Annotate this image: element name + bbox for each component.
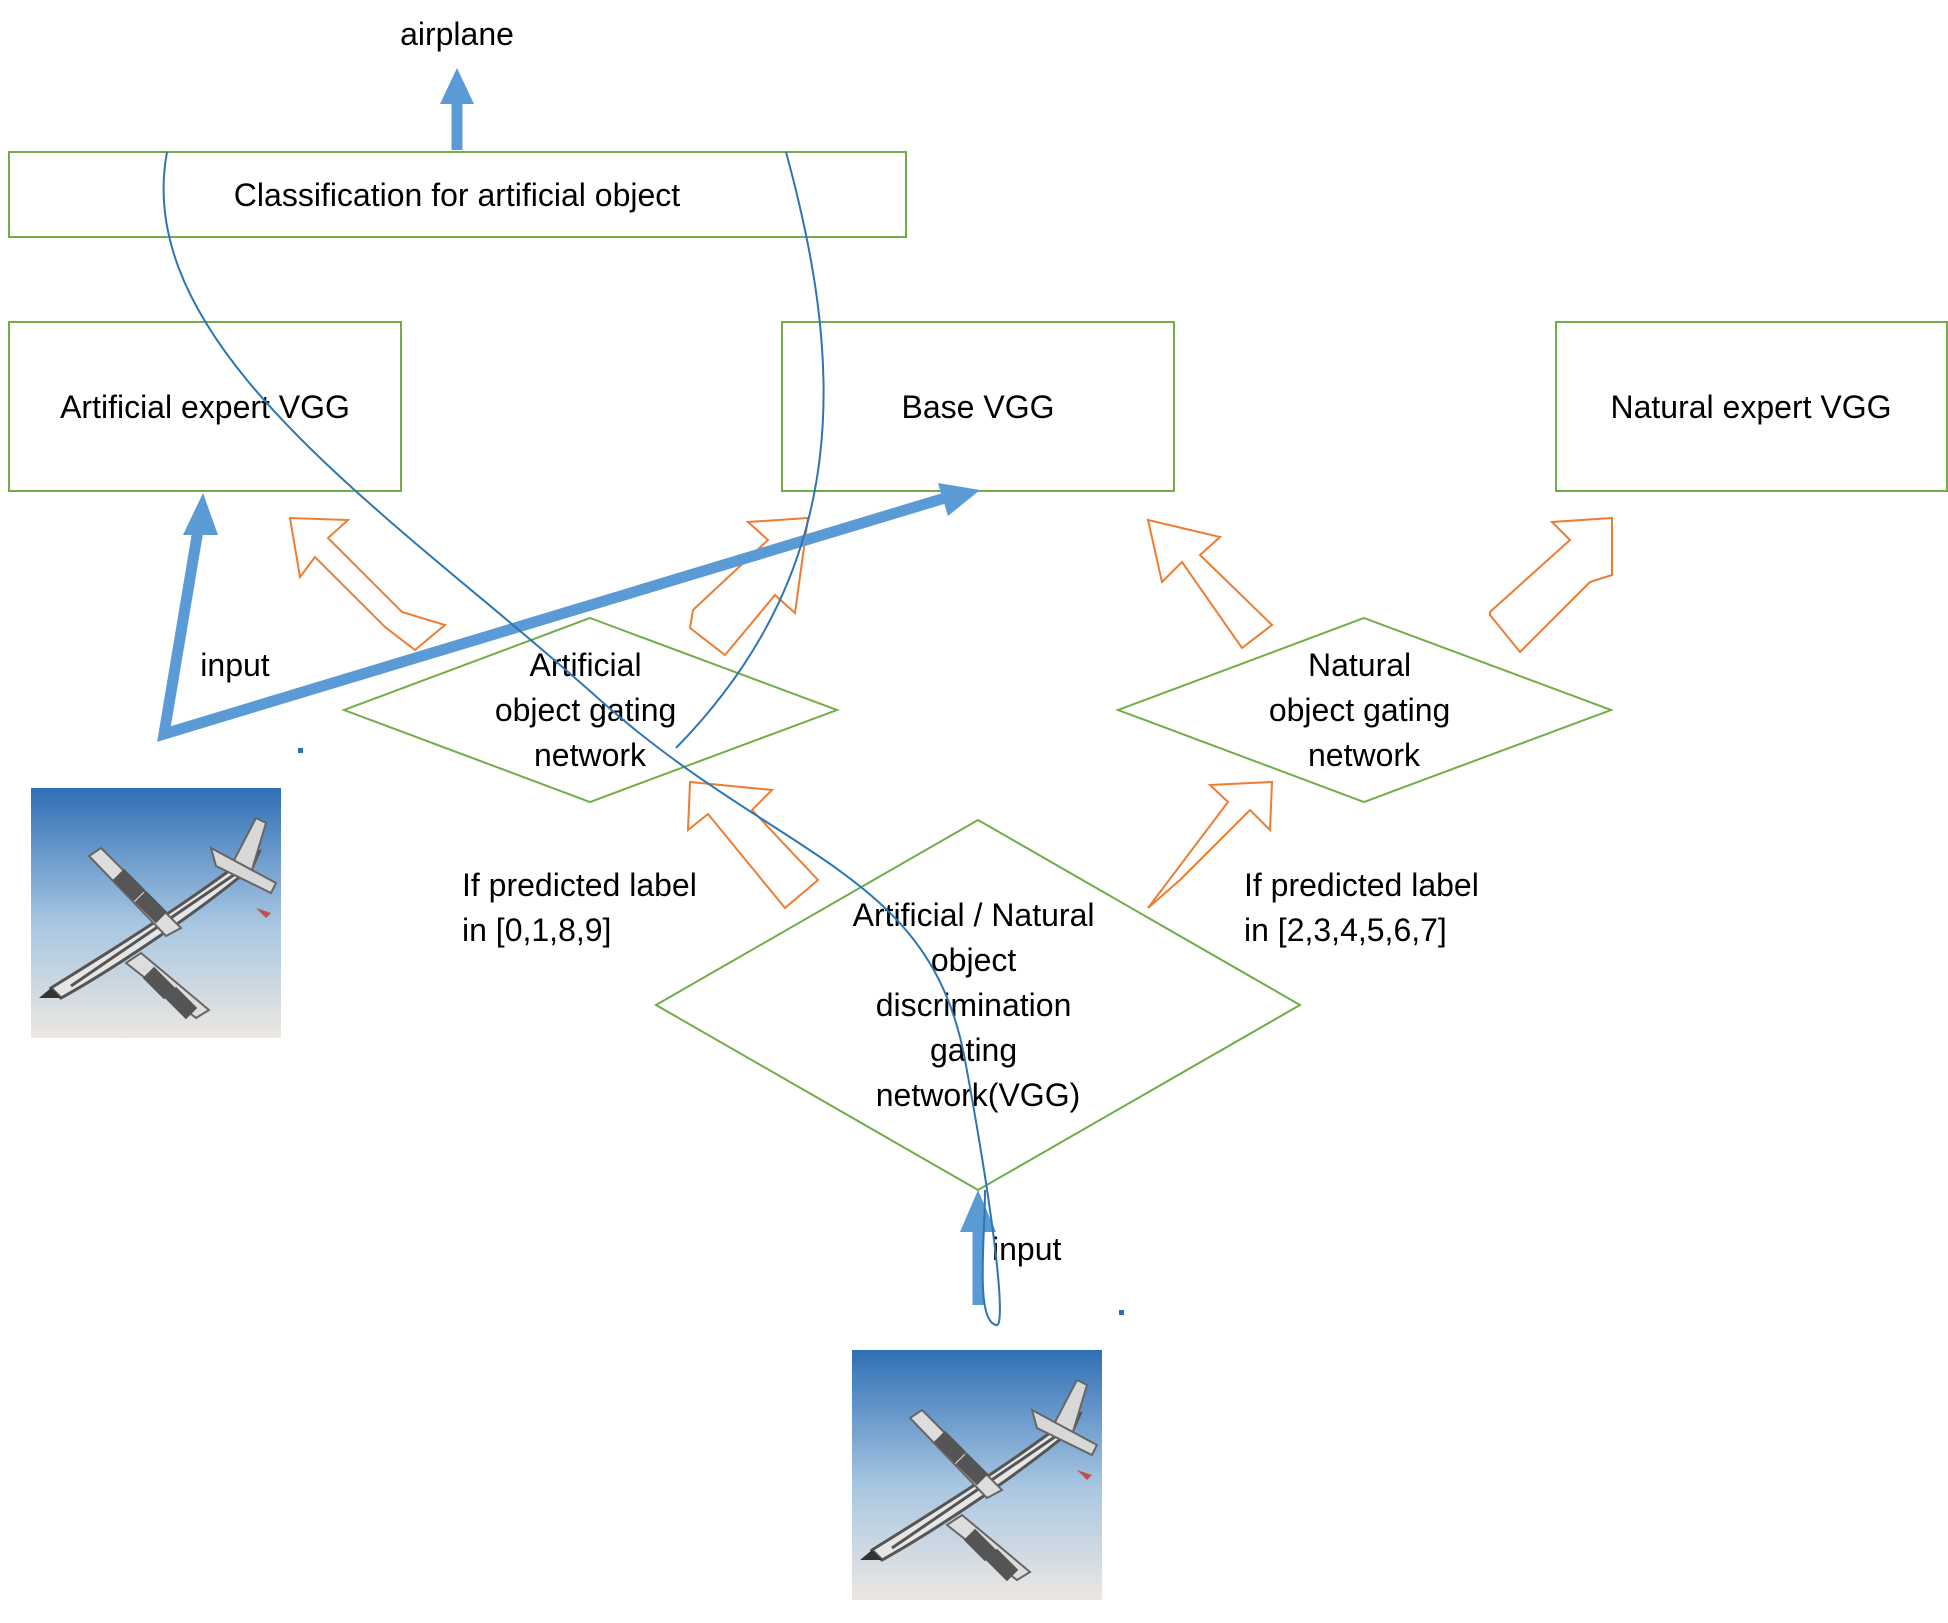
artificial-condition-label: If predicted label in [0,1,8,9] <box>462 867 706 948</box>
classifier-label: Classification for artificial object <box>234 177 681 213</box>
airplane-image-top <box>29 786 283 1040</box>
artificial-gate-line1: Artificial <box>530 647 642 683</box>
natural-expert-box <box>1555 321 1948 492</box>
natural-gate-diamond <box>1115 616 1614 804</box>
airplane-image-bottom <box>850 1348 1104 1602</box>
output-arrow <box>440 68 474 150</box>
blue-input-arrows <box>157 483 980 742</box>
artificial-condition-line2: in [0,1,8,9] <box>462 912 611 948</box>
artificial-condition-line1: If predicted label <box>462 867 697 903</box>
natural-gate-line2: object gating <box>1269 692 1450 728</box>
discrimination-gate-label: Artificial / Natural object discriminati… <box>853 897 1104 1113</box>
discrimination-gate-line3: discrimination <box>876 987 1072 1023</box>
discrimination-gate-line1: Artificial / Natural <box>853 897 1095 933</box>
discrimination-gate-line5: network(VGG) <box>876 1077 1080 1113</box>
discrimination-to-artificial-gate-arrow <box>686 780 820 910</box>
natural-gate-line1: Natural <box>1308 647 1411 683</box>
discrimination-gate-line4: gating <box>930 1032 1017 1068</box>
discrimination-gate-line2: object <box>931 942 1017 978</box>
artificial-gate-line3: network <box>534 737 647 773</box>
artificial-gate-diamond <box>341 616 840 804</box>
input-label-bottom: input <box>992 1231 1062 1267</box>
artificial-expert-box <box>8 321 402 492</box>
flow-curve <box>162 151 1001 1327</box>
artificial-gate-label: Artificial object gating network <box>495 647 685 773</box>
image-marker-bottom <box>1119 1310 1124 1315</box>
artificial-expert-arrowhead <box>183 493 218 535</box>
classifier-box <box>8 151 907 238</box>
gate-to-base-arrow-right <box>1146 518 1274 650</box>
image-marker-top <box>298 748 303 753</box>
input-label-top: input <box>200 647 270 683</box>
gate-to-artificial-expert-arrow <box>288 516 448 652</box>
base-vgg-label: Base VGG <box>902 389 1055 425</box>
natural-expert-label: Natural expert VGG <box>1611 389 1892 425</box>
artificial-expert-label: Artificial expert VGG <box>60 389 350 425</box>
discrimination-to-natural-gate-arrow <box>1147 780 1274 909</box>
natural-gate-label: Natural object gating network <box>1269 647 1459 773</box>
natural-gate-line3: network <box>1308 737 1421 773</box>
gate-to-base-arrow <box>688 516 810 657</box>
gate-to-natural-expert-arrow <box>1489 516 1613 654</box>
output-label: airplane <box>400 16 514 52</box>
input-path-to-experts <box>157 492 947 742</box>
artificial-gate-line2: object gating <box>495 692 676 728</box>
natural-condition-label: If predicted label in [2,3,4,5,6,7] <box>1244 867 1488 948</box>
bottom-input-arrow <box>960 1190 996 1305</box>
orange-arrows <box>288 516 1613 910</box>
natural-condition-line2: in [2,3,4,5,6,7] <box>1244 912 1447 948</box>
base-vgg-arrowhead <box>938 483 980 516</box>
natural-condition-line1: If predicted label <box>1244 867 1479 903</box>
